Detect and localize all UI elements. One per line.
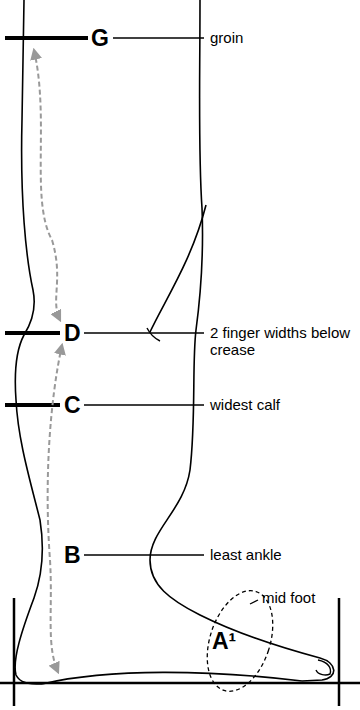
level-letter: C — [64, 392, 81, 418]
leg-back-contour — [15, 0, 42, 684]
leader-line — [250, 600, 258, 604]
level-bar — [5, 36, 88, 40]
region-name: mid foot — [262, 589, 315, 606]
region-letter: A¹ — [212, 628, 236, 654]
level-letter: B — [64, 542, 81, 568]
inner-knee-contour — [150, 205, 206, 332]
floor-line — [0, 682, 360, 685]
leader-line — [84, 404, 204, 405]
level-letter: G — [91, 25, 109, 51]
toenail — [316, 660, 331, 675]
leader-line — [113, 37, 204, 38]
knee-crease — [147, 328, 160, 341]
level-letter: D — [64, 320, 81, 346]
length-arrow — [34, 50, 60, 320]
level-name: groin — [210, 29, 243, 46]
leader-line — [84, 332, 204, 333]
level-name: least ankle — [210, 546, 282, 563]
level-bar — [5, 331, 60, 335]
level-name: 2 finger widths below crease — [210, 324, 355, 359]
heel-stop — [13, 598, 16, 706]
level-name: widest calf — [210, 396, 280, 413]
toe-stop — [338, 598, 341, 706]
length-arrow — [48, 345, 62, 672]
leader-line — [84, 554, 204, 555]
